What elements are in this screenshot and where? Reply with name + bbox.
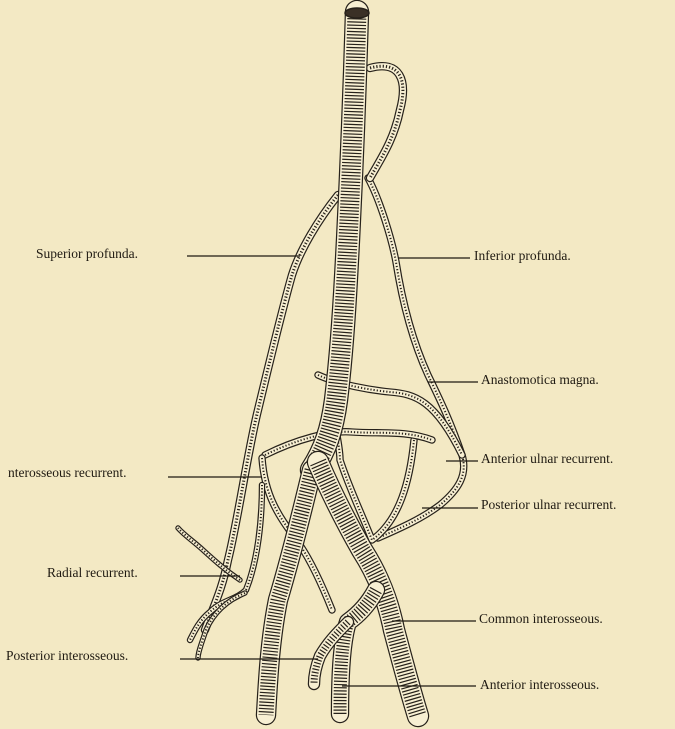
label-posterior-interosseous: Posterior interosseous. xyxy=(6,648,128,664)
label-posterior-ulnar-recurrent: Posterior ulnar recurrent. xyxy=(481,497,616,513)
brachial-lumen-opening xyxy=(345,8,369,18)
label-common-interosseous: Common interosseous. xyxy=(479,611,603,627)
label-anastomotica-magna: Anastomotica magna. xyxy=(481,372,599,388)
label-inferior-profunda: Inferior profunda. xyxy=(474,248,571,264)
common-interosseous-artery xyxy=(340,590,376,714)
label-anterior-ulnar-recurrent: Anterior ulnar recurrent. xyxy=(481,451,613,467)
anterior-ulnar-recurrent-artery xyxy=(265,432,432,455)
label-interosseous-recurrent: nterosseous recurrent. xyxy=(8,465,126,481)
superior-profunda-artery xyxy=(205,195,338,630)
brachial-artery xyxy=(312,12,357,470)
upper-loop-artery xyxy=(370,66,403,178)
label-superior-profunda: Superior profunda. xyxy=(36,246,138,262)
label-anterior-interosseous: Anterior interosseous. xyxy=(480,677,599,693)
inferior-profunda-artery xyxy=(368,178,464,538)
label-radial-recurrent: Radial recurrent. xyxy=(47,565,138,581)
